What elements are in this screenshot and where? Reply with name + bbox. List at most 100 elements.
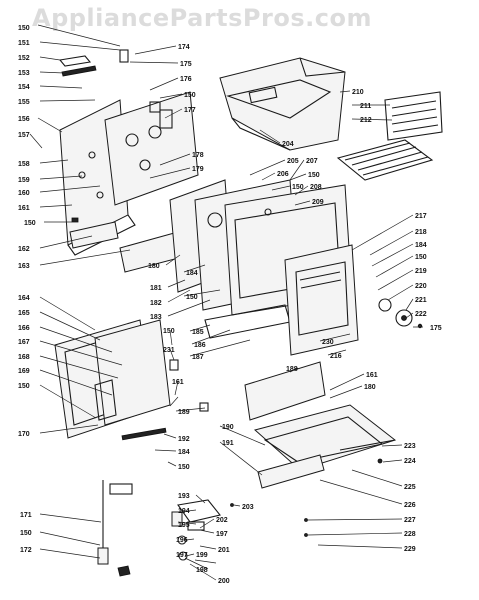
callout-197: 197 [216, 531, 228, 538]
callout-150: 150 [163, 328, 175, 335]
callout-219: 219 [415, 268, 427, 275]
callout-175: 175 [430, 325, 442, 332]
callout-176: 176 [180, 76, 192, 83]
callout-193: 193 [178, 493, 190, 500]
callout-227: 227 [404, 517, 416, 524]
control-panel-part [104, 91, 199, 206]
callout-169: 169 [18, 368, 30, 375]
callout-211: 211 [360, 103, 371, 110]
callout-150: 150 [415, 254, 427, 261]
callout-202: 202 [216, 517, 228, 524]
callout-154: 154 [18, 84, 30, 91]
callout-197: 197 [176, 552, 188, 559]
callout-204: 204 [282, 141, 294, 148]
callout-220: 220 [415, 283, 427, 290]
outer-door-part [54, 319, 209, 441]
callout-150: 150 [20, 530, 32, 537]
callout-195: 195 [178, 522, 190, 529]
callout-155: 155 [18, 99, 30, 106]
callout-226: 226 [404, 502, 416, 509]
callout-212: 212 [360, 117, 372, 124]
callout-205: 205 [287, 158, 299, 165]
callout-158: 158 [18, 161, 30, 168]
callout-170: 170 [18, 431, 30, 438]
burner-box-part [69, 221, 191, 273]
callout-160: 160 [18, 190, 30, 197]
igniter-part [97, 480, 133, 577]
callout-150: 150 [186, 294, 198, 301]
callout-198: 198 [196, 567, 208, 574]
callout-171: 171 [20, 512, 32, 519]
callout-217: 217 [415, 213, 427, 220]
callout-207: 207 [306, 158, 318, 165]
callout-221: 221 [415, 297, 427, 304]
callout-190: 190 [222, 424, 234, 431]
callout-165: 165 [18, 310, 30, 317]
callout-218: 218 [415, 229, 427, 236]
callout-161: 161 [172, 379, 184, 386]
callout-172: 172 [20, 547, 32, 554]
callout-150: 150 [24, 220, 36, 227]
callout-192: 192 [178, 436, 190, 443]
callout-186: 186 [194, 342, 206, 349]
callout-161: 161 [18, 205, 30, 212]
callout-182: 182 [150, 300, 162, 307]
fasteners [230, 503, 308, 537]
callout-177: 177 [184, 107, 196, 114]
callout-209: 209 [312, 199, 324, 206]
callout-163: 163 [18, 263, 30, 270]
callout-181: 181 [150, 285, 162, 292]
callout-167: 167 [18, 339, 30, 346]
callout-206: 206 [277, 171, 289, 178]
callout-201: 201 [218, 547, 230, 554]
callout-150: 150 [18, 383, 30, 390]
callout-184: 184 [186, 270, 198, 277]
callout-150: 150 [292, 184, 304, 191]
cooktop-part [219, 57, 346, 151]
callout-188: 188 [286, 366, 298, 373]
knob-part [378, 298, 423, 329]
callout-150: 150 [18, 25, 30, 32]
callout-194: 194 [178, 508, 190, 515]
callout-210: 210 [352, 89, 364, 96]
callout-216: 216 [330, 353, 342, 360]
callout-157: 157 [18, 132, 30, 139]
leader-lines [29, 24, 423, 581]
callout-184: 184 [415, 242, 427, 249]
callout-161: 161 [366, 372, 378, 379]
callout-labels: 150 151 152 153 154 155 156 157 158 159 … [18, 25, 442, 585]
callout-185: 185 [192, 329, 204, 336]
callout-156: 156 [18, 116, 30, 123]
switch-part [58, 49, 129, 77]
callout-179: 179 [192, 166, 204, 173]
watermark: AppliancePartsPros.com [32, 4, 372, 32]
callout-200: 200 [218, 578, 230, 585]
callout-150: 150 [178, 464, 190, 471]
callout-180: 180 [364, 384, 376, 391]
callout-199: 199 [196, 552, 208, 559]
callout-230: 230 [322, 339, 334, 346]
callout-153: 153 [18, 70, 30, 77]
callout-162: 162 [18, 246, 30, 253]
callout-228: 228 [404, 531, 416, 538]
callout-168: 168 [18, 354, 30, 361]
callout-150: 150 [184, 92, 196, 99]
callout-229: 229 [404, 546, 416, 553]
callout-183: 183 [150, 314, 162, 321]
callout-166: 166 [18, 325, 30, 332]
callout-164: 164 [18, 295, 30, 302]
callout-231: 231 [163, 347, 175, 354]
callout-178: 178 [192, 152, 204, 159]
callout-224: 224 [404, 458, 416, 465]
callout-225: 225 [404, 484, 416, 491]
callout-187: 187 [192, 354, 204, 361]
callout-152: 152 [18, 55, 30, 62]
callout-222: 222 [415, 311, 427, 318]
callout-191: 191 [222, 440, 234, 447]
callout-208: 208 [310, 184, 322, 191]
callout-184: 184 [178, 449, 190, 456]
callout-180: 180 [148, 263, 160, 270]
valve-part [171, 499, 221, 561]
